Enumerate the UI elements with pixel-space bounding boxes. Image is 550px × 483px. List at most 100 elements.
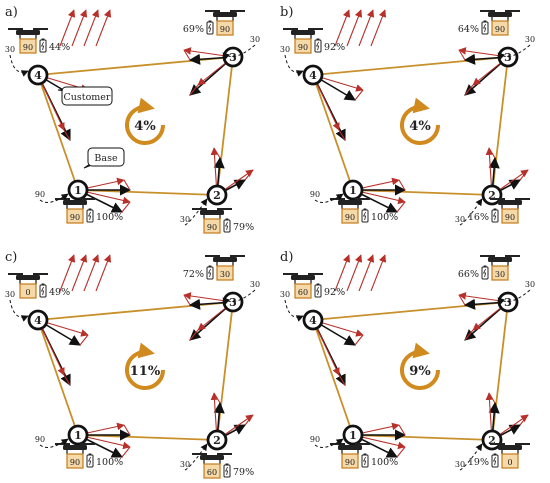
drone-body-icon xyxy=(338,445,362,450)
drone: 90 100% xyxy=(330,443,398,469)
battery-level: 100% xyxy=(96,212,123,223)
rotation-percentage: 9% xyxy=(409,364,431,379)
node-1 xyxy=(67,424,89,446)
loiter-time: 30 xyxy=(250,280,260,289)
rotation-arrow-icon xyxy=(400,342,440,390)
battery-level: 79% xyxy=(233,222,254,233)
payload-value: 90 xyxy=(70,458,80,467)
wind-arrows xyxy=(334,9,387,47)
loiter-arrow xyxy=(39,438,69,448)
loiter-arrow xyxy=(497,44,531,60)
payload-value: 90 xyxy=(345,213,355,222)
rotation-percentage: 4% xyxy=(409,119,431,134)
battery-level: 92% xyxy=(324,42,345,53)
node-1-label: 1 xyxy=(349,429,357,442)
payload-value: 0 xyxy=(507,458,512,467)
wind-arrow-icon xyxy=(95,9,112,47)
node-4-label: 4 xyxy=(309,69,317,82)
loiter-arrow xyxy=(184,198,208,226)
node-3-label: 3 xyxy=(504,296,512,309)
wind-arrow-icon xyxy=(370,254,387,292)
node-1 xyxy=(67,179,89,201)
loiter-arrow xyxy=(9,299,29,322)
drone-body-icon xyxy=(488,257,512,262)
loiter-time: 90 xyxy=(35,435,45,444)
wind-arrow-icon xyxy=(346,254,363,292)
node-4-label: 4 xyxy=(34,314,42,327)
payload-value: 90 xyxy=(495,25,505,34)
drone-body-icon xyxy=(498,445,522,450)
wind-arrow-icon xyxy=(71,254,88,292)
payload-box xyxy=(203,463,221,479)
payload-box xyxy=(216,20,234,36)
loiter-arrow xyxy=(39,193,69,203)
payload-box xyxy=(341,208,359,224)
drone-body-icon xyxy=(291,30,315,35)
loiter-time: 30 xyxy=(180,215,190,224)
payload-value: 0 xyxy=(25,288,30,297)
drone-body-icon xyxy=(488,12,512,17)
wind-arrow-icon xyxy=(71,9,88,47)
battery-level: 72% xyxy=(183,269,204,280)
loiter-arrow xyxy=(459,443,483,471)
node-4 xyxy=(302,309,324,331)
loiter-arrow xyxy=(184,443,208,471)
customer-callout xyxy=(61,86,113,106)
wind-arrows xyxy=(334,254,387,292)
payload-box xyxy=(294,38,312,54)
drone-body-icon xyxy=(16,275,40,280)
payload-box xyxy=(66,208,84,224)
wind-arrows xyxy=(59,254,112,292)
payload-value: 90 xyxy=(505,213,515,222)
battery-level: 44% xyxy=(49,42,70,53)
payload-box xyxy=(501,453,519,469)
loiter-time: 90 xyxy=(35,190,45,199)
callout-base: Base xyxy=(94,153,118,164)
battery-level: 92% xyxy=(324,287,345,298)
drone: 90 79% xyxy=(192,208,254,234)
node-4 xyxy=(27,309,49,331)
wind-arrow-icon xyxy=(59,254,76,292)
node-1-label: 1 xyxy=(74,429,82,442)
base-callout xyxy=(87,147,125,167)
loiter-time: 30 xyxy=(180,460,190,469)
drone-body-icon xyxy=(213,12,237,17)
node-4 xyxy=(27,64,49,86)
drone-body-icon xyxy=(213,257,237,262)
rotation-percentage: 11% xyxy=(130,364,161,379)
loiter-arrow xyxy=(497,289,531,305)
loiter-time: 30 xyxy=(455,215,465,224)
panel-label: b) xyxy=(280,5,293,20)
payload-box xyxy=(19,283,37,299)
battery-level: 66% xyxy=(458,269,479,280)
drone-body-icon xyxy=(63,445,87,450)
loiter-time: 30 xyxy=(5,290,15,299)
rotation-arrow-icon xyxy=(400,97,440,145)
loiter-time: 30 xyxy=(280,45,290,54)
node-1-label: 1 xyxy=(74,184,82,197)
node-2-label: 2 xyxy=(488,189,496,202)
loiter-arrow xyxy=(222,44,256,60)
node-1 xyxy=(342,179,364,201)
drone: 019% xyxy=(468,443,530,469)
wind-arrow-icon xyxy=(334,254,351,292)
wind-arrow-icon xyxy=(334,9,351,47)
battery-level: 100% xyxy=(371,457,398,468)
payload-box xyxy=(216,265,234,281)
battery-level: 100% xyxy=(96,457,123,468)
payload-value: 90 xyxy=(207,223,217,232)
payload-value: 90 xyxy=(345,458,355,467)
payload-value: 90 xyxy=(70,213,80,222)
callout-customer: Customer xyxy=(64,92,111,103)
